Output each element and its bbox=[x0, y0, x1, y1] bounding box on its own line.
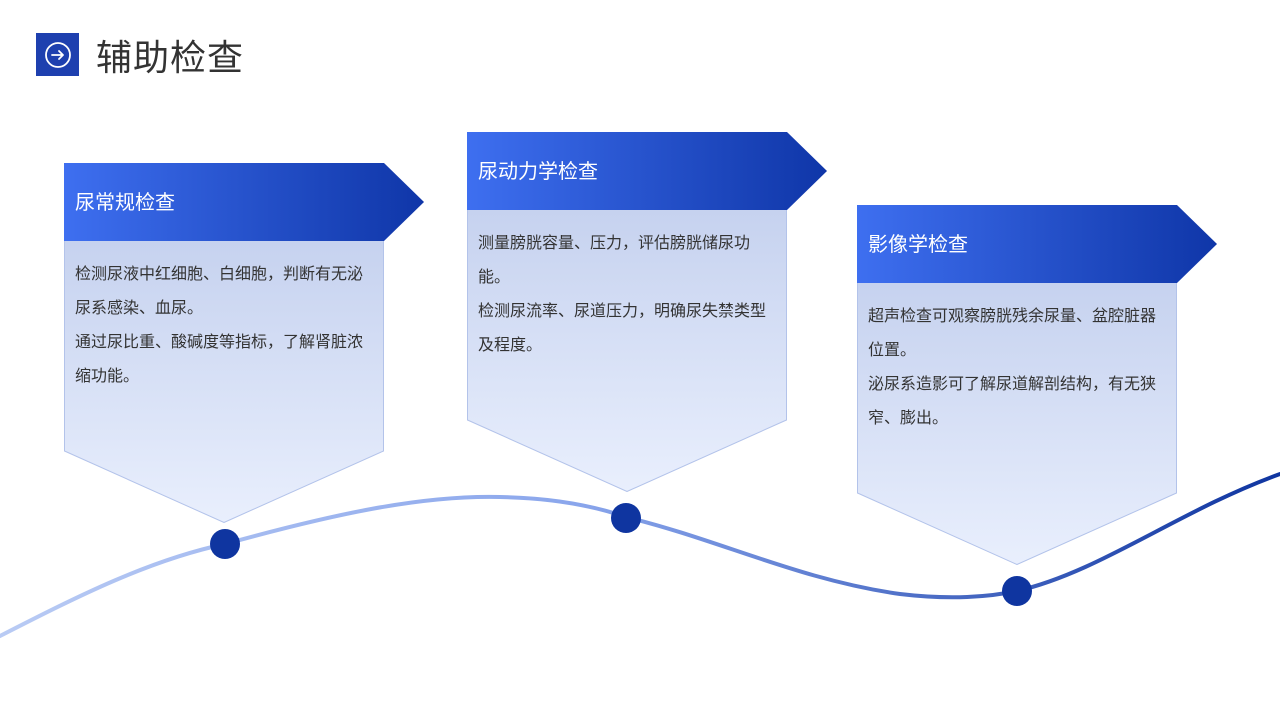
card-header bbox=[467, 132, 827, 210]
card-title: 尿动力学检查 bbox=[478, 159, 598, 183]
card-description: 检测尿液中红细胞、白细胞，判断有无泌尿系感染、血尿。 通过尿比重、酸碱度等指标，… bbox=[75, 257, 375, 393]
card-title: 尿常规检查 bbox=[75, 190, 175, 214]
card-line: 检测尿液中红细胞、白细胞，判断有无泌尿系感染、血尿。 bbox=[75, 264, 364, 317]
card-line: 检测尿流率、尿道压力，明确尿失禁类型及程度。 bbox=[478, 301, 767, 354]
timeline-dot-2 bbox=[611, 503, 641, 533]
card-description: 超声检查可观察膀胱残余尿量、盆腔脏器位置。 泌尿系造影可了解尿道解剖结构，有无狭… bbox=[868, 299, 1168, 435]
timeline-dot-1 bbox=[210, 529, 240, 559]
card-line: 泌尿系造影可了解尿道解剖结构，有无狭窄、膨出。 bbox=[868, 374, 1157, 427]
card-imaging: 影像学检查 超声检查可观察膀胱残余尿量、盆腔脏器位置。 泌尿系造影可了解尿道解剖… bbox=[857, 205, 1217, 565]
card-header bbox=[64, 163, 424, 241]
card-title: 影像学检查 bbox=[868, 232, 968, 256]
card-urine-routine: 尿常规检查 检测尿液中红细胞、白细胞，判断有无泌尿系感染、血尿。 通过尿比重、酸… bbox=[64, 163, 424, 523]
card-line: 超声检查可观察膀胱残余尿量、盆腔脏器位置。 bbox=[868, 306, 1157, 359]
card-line: 通过尿比重、酸碱度等指标，了解肾脏浓缩功能。 bbox=[75, 332, 364, 385]
title-arrow-icon bbox=[36, 33, 79, 76]
card-header bbox=[857, 205, 1217, 283]
arrow-right-circle-icon bbox=[44, 41, 71, 68]
card-urodynamics: 尿动力学检查 测量膀胱容量、压力，评估膀胱储尿功能。 检测尿流率、尿道压力，明确… bbox=[467, 132, 827, 492]
timeline-dot-3 bbox=[1002, 576, 1032, 606]
card-line: 测量膀胱容量、压力，评估膀胱储尿功能。 bbox=[478, 233, 751, 286]
page-title: 辅助检查 bbox=[96, 38, 245, 79]
card-description: 测量膀胱容量、压力，评估膀胱储尿功能。 检测尿流率、尿道压力，明确尿失禁类型及程… bbox=[478, 226, 778, 362]
